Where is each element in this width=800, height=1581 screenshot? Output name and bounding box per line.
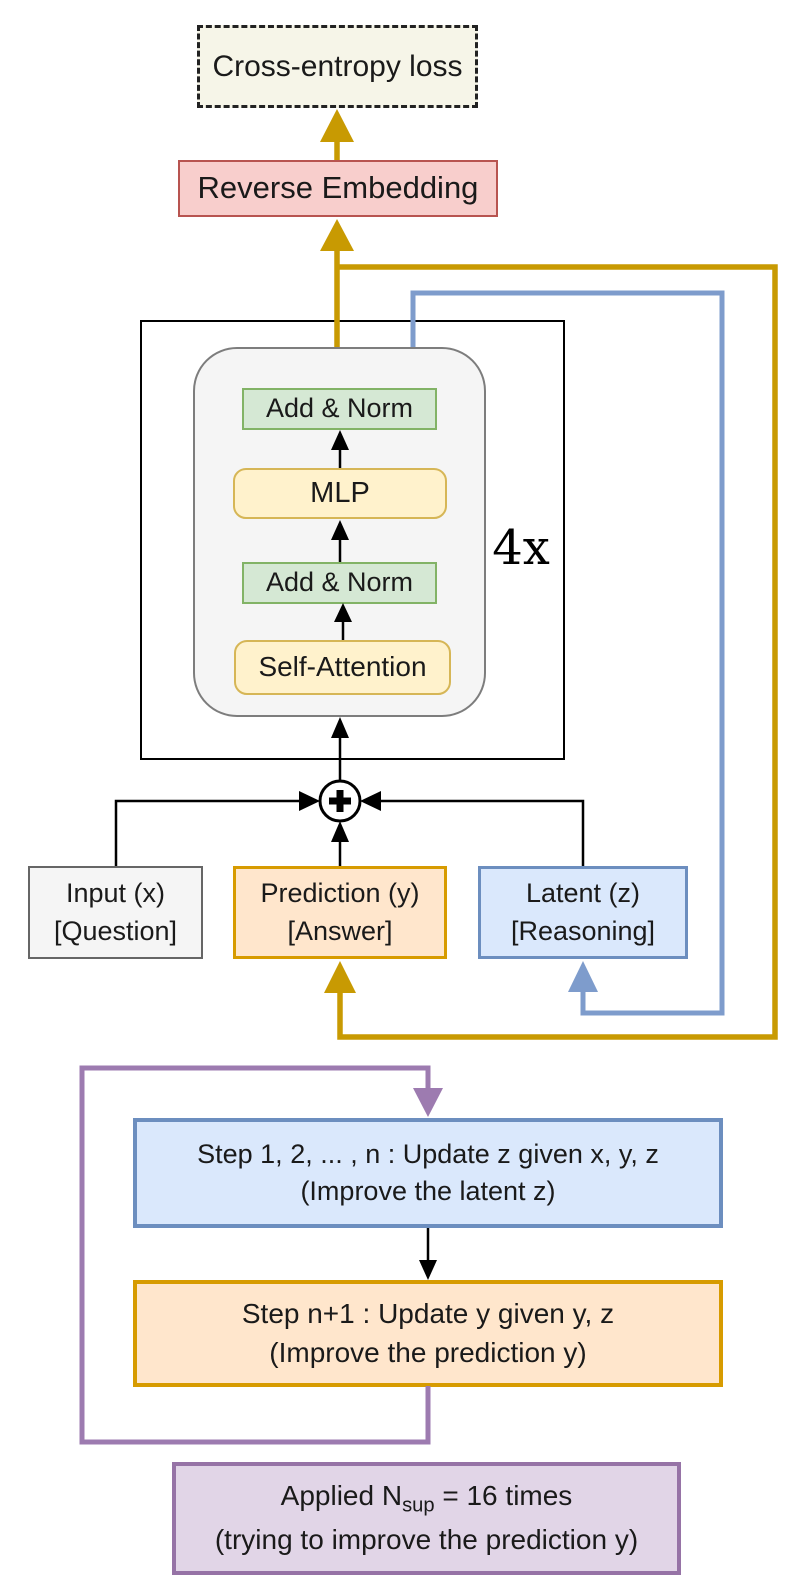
add-norm-bottom-box: Add & Norm	[242, 562, 437, 604]
input-x-line1: Input (x)	[65, 878, 166, 909]
step-update-z-line1: Step 1, 2, ... , n : Update z given x, y…	[197, 1138, 659, 1169]
reverse-embedding-label: Reverse Embedding	[197, 170, 479, 206]
self-attention-label: Self-Attention	[258, 651, 427, 683]
applied-suffix: = 16 times	[434, 1480, 573, 1512]
applied-prefix: Applied N	[280, 1480, 403, 1512]
step-update-y-line1: Step n+1 : Update y given y, z	[241, 1297, 615, 1329]
applied-n-sup-line2: (trying to improve the prediction y)	[214, 1523, 639, 1555]
step-update-z-line2: (Improve the latent z)	[300, 1176, 556, 1206]
latent-z-line1: Latent (z)	[525, 878, 641, 909]
reverse-embedding-box: Reverse Embedding	[178, 160, 498, 217]
prediction-y-line2: [Answer]	[287, 915, 393, 946]
latent-z-box: Latent (z) [Reasoning]	[478, 866, 688, 959]
input-x-box: Input (x) [Question]	[28, 866, 203, 959]
mlp-box: MLP	[233, 468, 447, 519]
prediction-y-box: Prediction (y) [Answer]	[233, 866, 447, 959]
repeat-count-label: 4x	[478, 520, 564, 576]
mlp-label: MLP	[310, 477, 370, 510]
step-update-y-line2: (Improve the prediction y)	[269, 1336, 587, 1368]
self-attention-box: Self-Attention	[234, 640, 451, 695]
latent-z-line2: [Reasoning]	[510, 915, 656, 946]
applied-n-sup-line1: Applied Nsup = 16 times	[281, 1477, 573, 1520]
prediction-y-line1: Prediction (y)	[260, 878, 420, 909]
add-norm-bottom-label: Add & Norm	[265, 567, 414, 598]
cross-entropy-loss-box: Cross-entropy loss	[197, 25, 478, 108]
step-update-z-box: Step 1, 2, ... , n : Update z given x, y…	[133, 1118, 723, 1228]
input-x-line2: [Question]	[53, 915, 178, 946]
add-norm-top-box: Add & Norm	[242, 388, 437, 430]
applied-subscript: sup	[402, 1495, 435, 1518]
repeat-count-text: 4x	[492, 519, 550, 576]
cross-entropy-loss-label: Cross-entropy loss	[212, 49, 463, 83]
add-norm-top-label: Add & Norm	[265, 393, 414, 424]
step-update-y-box: Step n+1 : Update y given y, z (Improve …	[133, 1280, 723, 1387]
applied-n-sup-box: Applied Nsup = 16 times (trying to impro…	[172, 1462, 681, 1575]
